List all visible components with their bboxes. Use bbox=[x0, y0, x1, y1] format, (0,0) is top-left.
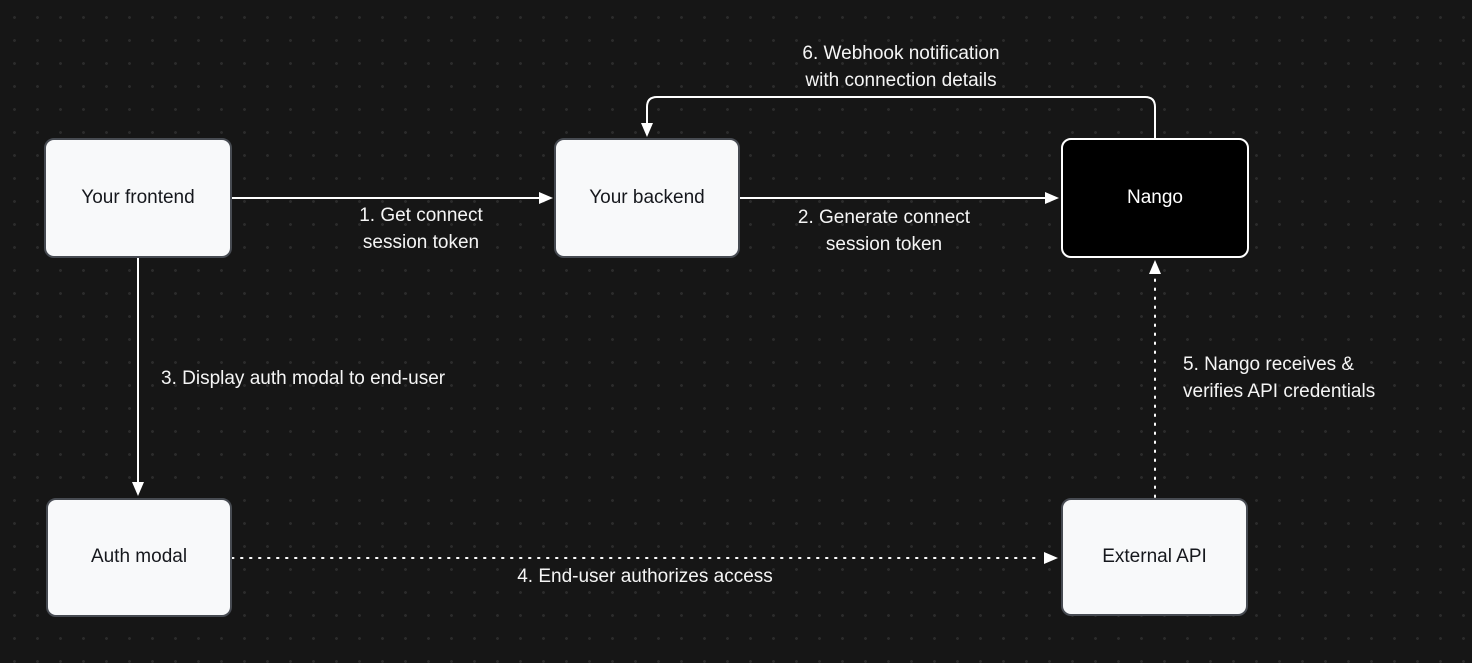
edge-label-step3-line1: 3. Display auth modal to end-user bbox=[161, 368, 446, 389]
edge-step5-arrowhead bbox=[1149, 260, 1161, 274]
edge-label-step5-line2: verifies API credentials bbox=[1183, 381, 1376, 402]
edge-label-step5-line1: 5. Nango receives & bbox=[1183, 354, 1355, 375]
node-auth-modal-label: Auth modal bbox=[90, 546, 188, 568]
edge-label-step1-line1: 1. Get connect bbox=[359, 205, 483, 226]
edge-label-step1-line2: session token bbox=[362, 232, 480, 253]
node-external-api: External API bbox=[1061, 498, 1248, 616]
edge-step6-arrowhead bbox=[641, 123, 653, 137]
edge-label-step2-line1: 2. Generate connect bbox=[797, 207, 971, 228]
edge-label-step6: 6. Webhook notification with connection … bbox=[726, 40, 1076, 94]
node-your-frontend: Your frontend bbox=[44, 138, 232, 258]
edge-step2-arrowhead bbox=[1045, 192, 1059, 204]
edge-label-step2-line2: session token bbox=[825, 234, 943, 255]
edge-label-step4-line1: 4. End-user authorizes access bbox=[517, 566, 773, 587]
node-your-backend-label: Your backend bbox=[589, 186, 705, 208]
node-nango: Nango bbox=[1061, 138, 1249, 258]
edge-label-step6-line2: with connection details bbox=[805, 70, 997, 91]
node-your-frontend-label: Your frontend bbox=[81, 186, 195, 208]
edge-step4-arrowhead bbox=[1044, 552, 1058, 564]
edge-label-step4: 4. End-user authorizes access bbox=[495, 563, 795, 590]
node-external-api-label: External API bbox=[1102, 545, 1207, 567]
edge-step6-path bbox=[646, 96, 1156, 138]
edge-label-step3: 3. Display auth modal to end-user bbox=[161, 365, 445, 392]
edge-label-step6-line1: 6. Webhook notification bbox=[802, 43, 1000, 64]
edge-label-step2: 2. Generate connect session token bbox=[784, 204, 984, 258]
node-your-backend: Your backend bbox=[554, 138, 740, 258]
edge-step3-arrowhead bbox=[132, 482, 144, 496]
edge-label-step1: 1. Get connect session token bbox=[321, 202, 521, 256]
edge-label-step5: 5. Nango receives & verifies API credent… bbox=[1183, 351, 1375, 405]
node-nango-label: Nango bbox=[1127, 186, 1183, 208]
edge-step1-arrowhead bbox=[539, 192, 553, 204]
node-auth-modal: Auth modal bbox=[46, 498, 232, 617]
